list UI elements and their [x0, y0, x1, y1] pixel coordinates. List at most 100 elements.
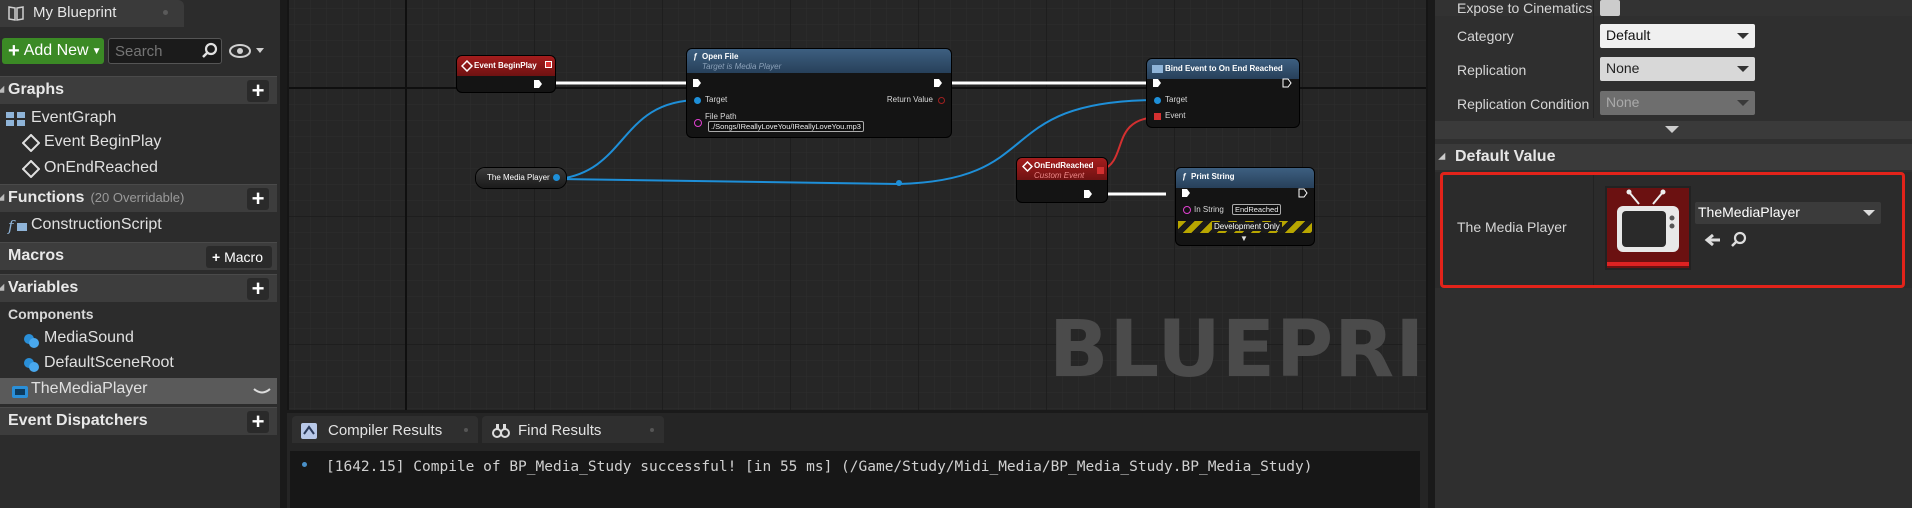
node-open-file[interactable]: ƒ Open File Target is Media Player Targe…	[687, 49, 951, 137]
asset-picker-combo[interactable]: TheMediaPlayer	[1695, 202, 1881, 224]
expand-arrow-icon[interactable]: ▼	[1240, 234, 1248, 243]
add-graph-button[interactable]: +	[247, 80, 269, 102]
delegate-wire	[1101, 116, 1160, 171]
object-wire	[558, 99, 701, 180]
blueprint-graph-canvas[interactable]: Event BeginPlay ƒ Open File Target is Me…	[287, 0, 1428, 410]
replication-value: None	[1606, 60, 1640, 76]
collapse-arrow-icon	[0, 85, 8, 97]
search-icon[interactable]	[201, 42, 219, 60]
log-line[interactable]: [1642.15] Compile of BP_Media_Study succ…	[326, 459, 1313, 475]
my-blueprint-tab[interactable]: My Blueprint	[0, 0, 184, 27]
event-diamond-icon	[22, 160, 40, 178]
string-pin[interactable]	[1183, 206, 1191, 214]
category-value: Default	[1606, 27, 1651, 43]
add-macro-button[interactable]: + Macro	[206, 246, 272, 268]
replication-condition-combo[interactable]: None	[1600, 91, 1755, 115]
target-pin[interactable]	[1154, 97, 1161, 104]
default-value-section[interactable]: Default Value	[1435, 144, 1912, 170]
macros-label: Macros	[8, 247, 65, 264]
node-bind-event[interactable]: Bind Event to On End Reached Target Even…	[1147, 59, 1299, 127]
pin-event-label: Event	[1165, 111, 1186, 120]
target-pin[interactable]	[694, 97, 701, 104]
chevron-down-icon	[1737, 66, 1749, 72]
exec-in-pin[interactable]	[1152, 78, 1162, 88]
svg-text:f: f	[7, 217, 16, 235]
category-combo[interactable]: Default	[1600, 24, 1755, 48]
node-header	[1176, 168, 1314, 188]
file-path-input[interactable]: ./Songs/IReallyLoveYou/IReallyLoveYou.mp…	[708, 121, 864, 132]
node-onendreached[interactable]: OnEndReached Custom Event	[1017, 158, 1107, 202]
tab-close-dot[interactable]	[163, 10, 168, 15]
event-dispatchers-section[interactable]: Event Dispatchers +	[0, 407, 277, 435]
variable-item-themediaplayer[interactable]: TheMediaPlayer	[31, 380, 148, 397]
tab-close-dot[interactable]	[650, 428, 654, 432]
eye-icon[interactable]	[228, 42, 268, 60]
asset-thumbnail[interactable]	[1605, 186, 1691, 270]
node-subtitle: Custom Event	[1034, 171, 1085, 180]
functions-section[interactable]: Functions(20 Overridable) +	[0, 184, 277, 212]
macros-section[interactable]: Macros + Macro	[0, 242, 277, 270]
exec-out-pin[interactable]	[1282, 78, 1292, 88]
component-item-mediasound[interactable]: MediaSound	[44, 329, 134, 346]
graph-item-onendreached[interactable]: OnEndReached	[44, 159, 158, 176]
node-header	[457, 56, 555, 76]
use-selected-arrow-icon[interactable]	[1704, 232, 1722, 248]
function-item-constructionscript[interactable]: ConstructionScript	[31, 216, 162, 233]
graphs-section[interactable]: Graphs +	[0, 76, 277, 104]
node-media-player-getter[interactable]: The Media Player	[476, 168, 566, 188]
advanced-expand-bar[interactable]	[1435, 121, 1912, 139]
node-print-string[interactable]: ƒ Print String In String EndReached Deve…	[1176, 168, 1314, 245]
delegate-pin[interactable]	[545, 61, 552, 68]
exec-out-pin[interactable]	[1298, 188, 1308, 198]
node-title: Open File	[702, 52, 739, 61]
pill-type-icon[interactable]	[252, 386, 272, 396]
return-pin[interactable]	[938, 97, 945, 104]
node-title: OnEndReached	[1034, 161, 1094, 170]
macro-button-label: Macro	[224, 249, 263, 265]
add-variable-button[interactable]: +	[247, 278, 269, 300]
chevron-down-icon	[1737, 100, 1749, 106]
add-new-button[interactable]: + Add New ▼	[2, 38, 104, 64]
add-new-label: Add New	[23, 42, 89, 59]
string-pin[interactable]	[694, 119, 702, 127]
tab-find-results[interactable]: Find Results	[482, 416, 664, 443]
add-event-dispatcher-button[interactable]: +	[247, 411, 269, 433]
expose-to-cinematics-checkbox[interactable]	[1600, 0, 1620, 16]
node-event-beginplay[interactable]: Event BeginPlay	[457, 56, 555, 92]
object-out-pin[interactable]	[553, 174, 560, 181]
delegate-pin[interactable]	[1097, 167, 1104, 174]
variable-row-selected[interactable]	[0, 378, 277, 404]
graph-item-event-beginplay[interactable]: Event BeginPlay	[44, 133, 162, 150]
exec-out-pin[interactable]	[533, 79, 543, 89]
compiler-log: [1642.15] Compile of BP_Media_Study succ…	[290, 451, 1420, 508]
components-header[interactable]: Components	[8, 306, 94, 322]
exec-out-pin[interactable]	[1083, 189, 1093, 199]
details-panel: Expose to Cinematics Category Default Re…	[1435, 0, 1912, 508]
my-blueprint-panel: My Blueprint + Add New ▼ Graphs + EventG…	[0, 0, 280, 508]
tab-compiler-results[interactable]: Compiler Results	[292, 416, 478, 443]
add-function-button[interactable]: +	[247, 188, 269, 210]
media-player-label: The Media Player	[1457, 219, 1567, 235]
event-pin[interactable]	[1154, 113, 1161, 120]
component-item-defaultsceneroot[interactable]: DefaultSceneRoot	[44, 354, 174, 371]
plus-icon: +	[8, 40, 20, 62]
graph-item-eventgraph[interactable]: EventGraph	[31, 109, 117, 126]
browse-search-icon[interactable]	[1730, 231, 1748, 249]
tab-find-results-label: Find Results	[518, 422, 602, 439]
tab-close-dot[interactable]	[464, 428, 468, 432]
node-subtitle: Target is Media Player	[702, 62, 782, 71]
replication-combo[interactable]: None	[1600, 57, 1755, 81]
plus-icon: +	[212, 249, 221, 265]
blueprint-watermark: BLUEPRINT	[1049, 305, 1426, 395]
search-input[interactable]	[108, 38, 222, 64]
function-icon: f	[7, 217, 27, 235]
variables-section[interactable]: Variables +	[0, 274, 277, 302]
reroute-dot[interactable]	[896, 180, 902, 186]
in-string-input[interactable]: EndReached	[1232, 204, 1282, 215]
column-divider[interactable]	[1593, 0, 1594, 118]
exec-in-pin[interactable]	[692, 78, 702, 88]
exec-in-pin[interactable]	[1181, 188, 1191, 198]
node-header	[1147, 59, 1299, 79]
exec-out-pin[interactable]	[933, 78, 943, 88]
compiler-results-panel: Compiler Results Find Results [1642.15] …	[287, 413, 1428, 508]
